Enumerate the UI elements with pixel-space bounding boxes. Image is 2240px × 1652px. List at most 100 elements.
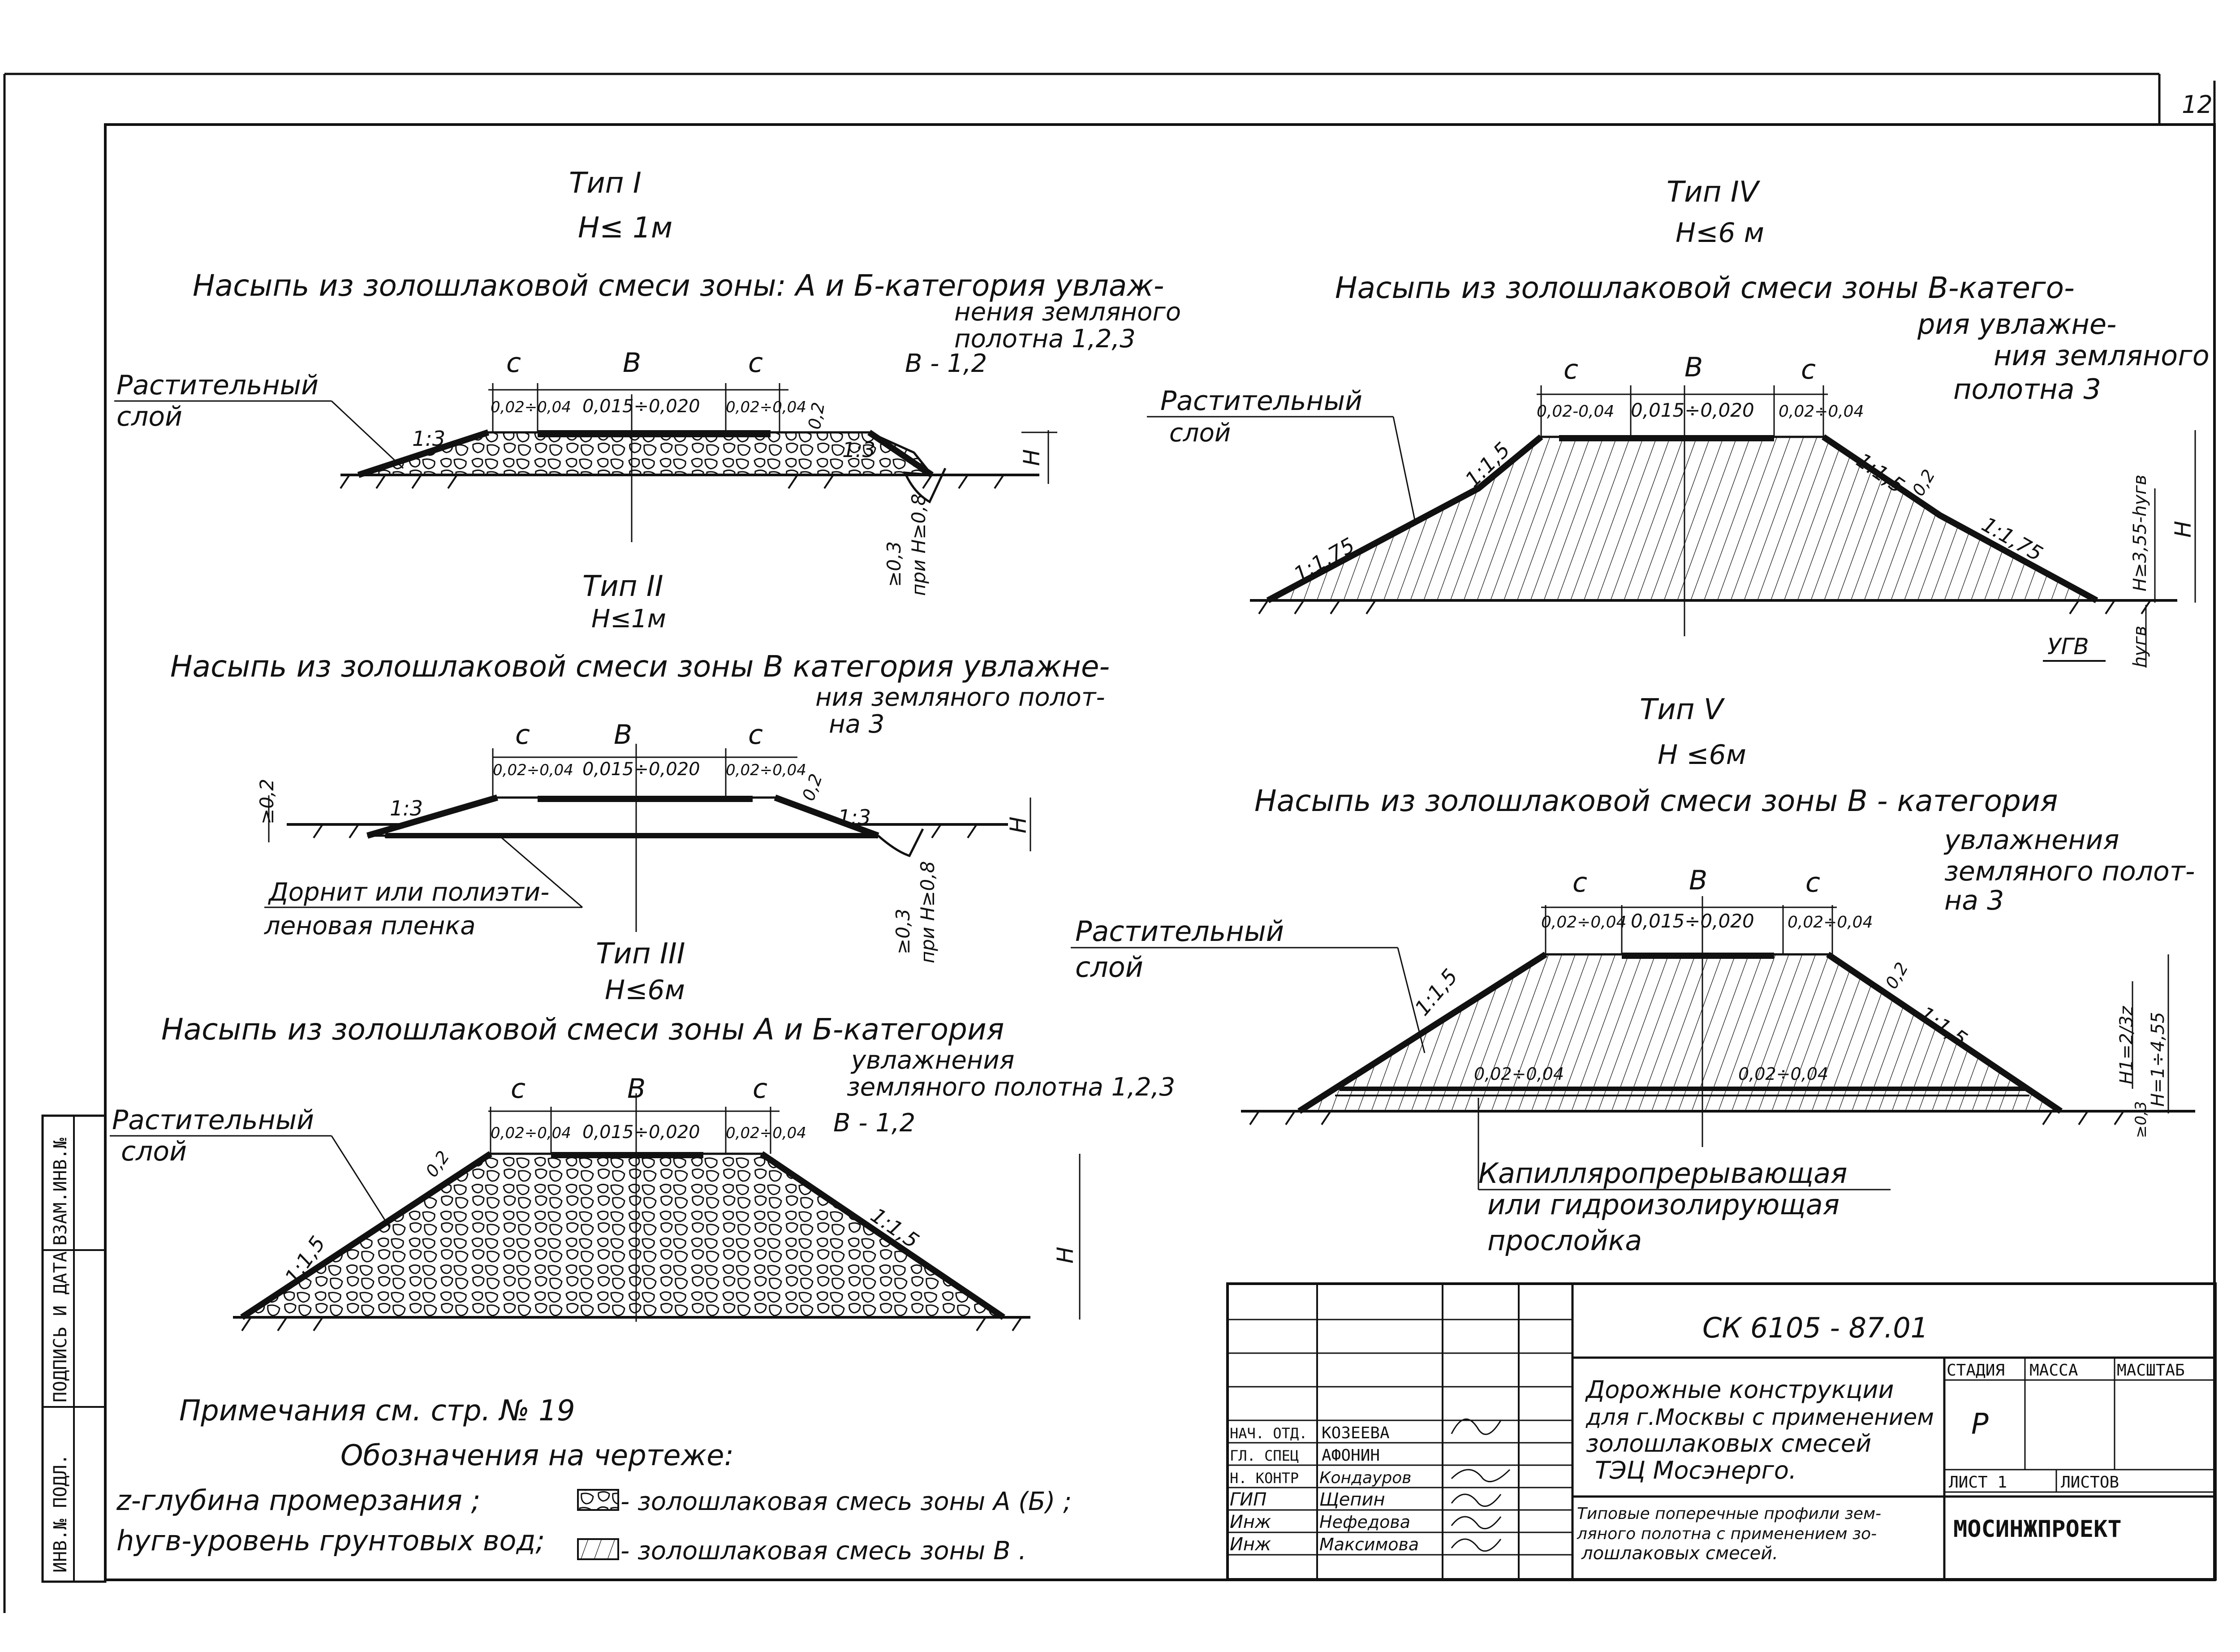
tb-desc2: для г.Москвы с применением <box>1585 1404 1934 1430</box>
type5-height: H ≤6м <box>1658 739 1746 771</box>
type4-section: Тип IV H≤6 м Насыпь из золошлаковой смес… <box>1147 176 2210 668</box>
type5-dim-c-right: c <box>1805 867 1820 898</box>
tb-h-scale: МАСШТАБ <box>2117 1361 2185 1380</box>
type2-dim-b: B <box>614 719 632 751</box>
type4-slope-left: 0,02-0,04 <box>1537 402 1614 421</box>
tb-desc3: золошлаковых смесей <box>1586 1429 1871 1458</box>
type1-height: H≤ 1м <box>578 211 672 245</box>
type1-layer1: Растительный <box>116 370 319 401</box>
type1-slope-right: 0,02÷0,04 <box>726 398 806 416</box>
type5-desc1: Насыпь из золошлаковой смеси зоны В - ка… <box>1254 784 2058 818</box>
type2-desc2: ния земляного полот- <box>815 683 1105 712</box>
tb-name-3: Щепин <box>1319 1489 1385 1510</box>
type3-height: H≤6м <box>605 975 685 1006</box>
type1-dim-b: B <box>623 347 641 379</box>
type4-desc1: Насыпь из золошлаковой смеси зоны В-кате… <box>1335 271 2075 305</box>
tb-sub2: ляного полотна с применением зо- <box>1577 1525 1877 1543</box>
type4-desc2: рия увлажне- <box>1917 308 2116 341</box>
tb-code: СК 6105 - 87.01 <box>1702 1311 1928 1344</box>
page-number: 12 <box>2182 91 2213 119</box>
tb-name-4: Нефедова <box>1319 1512 1410 1532</box>
type2-film2: леновая пленка <box>264 911 476 940</box>
signature-2 <box>1451 1469 1511 1483</box>
type3-h-label: H <box>1052 1247 1078 1264</box>
tb-stage: Р <box>1971 1408 1989 1441</box>
signature-5 <box>1451 1538 1502 1552</box>
type2-title: Тип II <box>582 570 663 603</box>
type3-desc1: Насыпь из золошлаковой смеси зоны А и Б-… <box>161 1012 1004 1047</box>
tb-name-5: Максимова <box>1319 1535 1419 1554</box>
type5-title: Тип V <box>1640 693 1725 726</box>
type5-h0-label: ≥0,3 <box>2132 1101 2150 1138</box>
type2-desc3: на 3 <box>829 710 884 739</box>
type3-slope-middle: 0,015÷0,020 <box>582 1122 700 1143</box>
legend-swatch-a <box>577 1489 619 1511</box>
type5-cap2: или гидроизолирующая <box>1487 1188 1839 1221</box>
tb-name-1: АФОНИН <box>1322 1446 1380 1465</box>
type2-slope-left: 0,02÷0,04 <box>493 761 573 779</box>
tb-sub3: лошлаковых смесей. <box>1581 1543 1778 1564</box>
type3-dim-c-left: c <box>511 1073 526 1104</box>
tb-role-4: Инж <box>1230 1512 1271 1532</box>
type3-slope-left: 0,02÷0,04 <box>491 1124 571 1142</box>
type5-desc4: на 3 <box>1944 885 2004 916</box>
tb-name-0: КОЗЕЕВА <box>1322 1424 1390 1442</box>
type3-dim-c-right: c <box>753 1073 767 1104</box>
tb-sheets: ЛИСТОВ <box>2061 1473 2119 1492</box>
tb-h-mass: МАССА <box>2029 1361 2078 1380</box>
legend-z: z-глубина промерзания ; <box>116 1484 480 1517</box>
legend-b: - золошлаковая смесь зоны В . <box>620 1536 1026 1566</box>
legend-swatch-b <box>577 1538 619 1560</box>
type2-slope-right: 0,02÷0,04 <box>726 761 806 779</box>
type4-ugv-label: УГВ <box>2047 634 2089 660</box>
type5-slope-left: 0,02÷0,04 <box>1541 913 1626 932</box>
type3-dim-b: B <box>627 1073 646 1104</box>
type2-slope-ratio-left: 1:3 <box>390 796 423 820</box>
notes-line2: Обозначения на чертеже: <box>340 1439 734 1472</box>
type1-section: Тип I H≤ 1м Насыпь из золошлаковой смеси… <box>114 167 1181 596</box>
type3-desc4: В - 1,2 <box>833 1109 915 1138</box>
type4-dim-b: B <box>1684 352 1703 383</box>
signature-0 <box>1451 1418 1502 1435</box>
type3-desc2: увлажнения <box>850 1046 1014 1075</box>
type2-film1: Дорнит или полиэти- <box>267 878 549 907</box>
tb-sub1: Типовые поперечные профили зем- <box>1577 1505 1881 1523</box>
type4-title: Тип IV <box>1667 176 1761 209</box>
notes-line1: Примечания см. стр. № 19 <box>179 1394 575 1428</box>
type5-h1-label: H1=2/3z <box>2116 1006 2137 1084</box>
type1-slope-middle: 0,015÷0,020 <box>582 396 700 417</box>
type3-section: Тип III H≤6м Насыпь из золошлаковой смес… <box>110 937 1175 1332</box>
type1-slope-left: 0,02÷0,04 <box>491 398 571 416</box>
type3-thickness: 0,2 <box>422 1147 453 1181</box>
stamp-col3: ВЗАМ.ИНВ.№ <box>50 1138 71 1246</box>
type3-desc3: земляного полотна 1,2,3 <box>847 1073 1175 1102</box>
type4-layer1: Растительный <box>1160 385 1362 417</box>
tb-role-3: ГИП <box>1230 1489 1266 1510</box>
type5-layer2: слой <box>1075 951 1143 983</box>
type2-h-label: H <box>1005 816 1031 833</box>
type1-title: Тип I <box>569 167 642 200</box>
type1-depth1: ≥0,3 <box>883 541 905 587</box>
type4-dim-c-left: c <box>1564 354 1578 385</box>
type2-height: H≤1м <box>591 604 666 634</box>
type2-slope-ratio-right: 1:3 <box>838 805 871 829</box>
type4-dim-c-right: c <box>1801 354 1816 385</box>
type1-dim-c-left: c <box>506 347 521 379</box>
tb-role-0: НАЧ. ОТД. <box>1230 1425 1307 1442</box>
type5-cap1: Капилляропрерывающая <box>1478 1157 1847 1190</box>
type5-desc3: земляного полот- <box>1944 856 2195 887</box>
type1-h-label: H <box>1019 449 1045 466</box>
type1-slope-ratio-right: 1:3 <box>842 438 875 462</box>
type1-layer2: слой <box>116 401 182 432</box>
type5-cap3: прослойка <box>1487 1224 1642 1257</box>
type4-layer2: слой <box>1169 418 1231 448</box>
type1-dim-c-right: c <box>748 347 763 379</box>
type1-desc2: нения земляного <box>954 298 1181 327</box>
tb-h-stage: СТАДИЯ <box>1947 1361 2005 1380</box>
type4-desc3: ния земляного <box>1994 339 2210 372</box>
type5-dim-c-left: c <box>1572 867 1587 898</box>
type2-dim-c-left: c <box>515 719 530 751</box>
type2-slope-middle: 0,015÷0,020 <box>582 759 700 780</box>
type5-slope-middle: 0,015÷0,020 <box>1631 910 1754 932</box>
type4-h-label: H <box>2170 521 2196 538</box>
